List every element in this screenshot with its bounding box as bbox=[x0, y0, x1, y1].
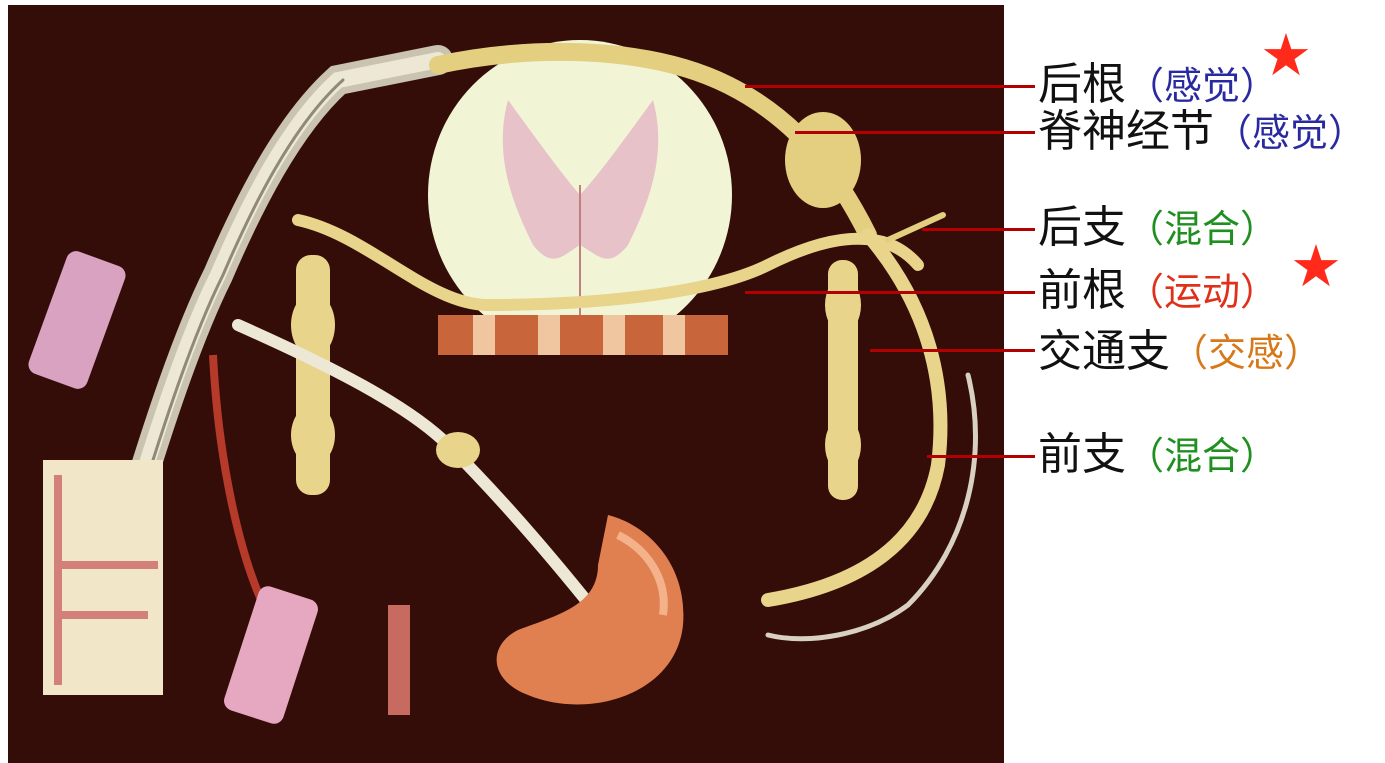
label-ventral-root-paren: （运动） bbox=[1126, 270, 1278, 314]
smooth-muscle-strip bbox=[388, 605, 410, 715]
label-dorsal-root-name: 后根 bbox=[1038, 59, 1126, 110]
chain-ganglion bbox=[825, 277, 861, 333]
label-spinal-ganglion-name: 脊神经节 bbox=[1038, 106, 1214, 157]
meninges-stripe bbox=[473, 315, 495, 355]
label-posterior-ramus-paren: （混合） bbox=[1126, 207, 1278, 251]
chain-ganglion bbox=[825, 417, 861, 473]
sympathetic-chain-left bbox=[291, 255, 335, 495]
label-anterior-ramus: 前支（混合） bbox=[1038, 430, 1278, 481]
label-communicating-ramus-name: 交通支 bbox=[1038, 326, 1170, 377]
label-posterior-ramus: 后支（混合） bbox=[1038, 203, 1278, 254]
meninges-stripe bbox=[603, 315, 625, 355]
label-spinal-ganglion-paren: （感觉） bbox=[1214, 111, 1366, 155]
spinal-ganglion-shape bbox=[785, 112, 861, 208]
prevertebral-ganglion bbox=[436, 432, 480, 468]
label-anterior-ramus-name: 前支 bbox=[1038, 429, 1126, 480]
meninges-stripe bbox=[663, 315, 685, 355]
chain-ganglion bbox=[291, 405, 335, 465]
label-dorsal-root-paren: （感觉） bbox=[1126, 64, 1278, 108]
label-communicating-ramus-paren: （交感） bbox=[1170, 331, 1322, 375]
leader-line-communicating-ramus bbox=[870, 349, 1035, 352]
label-spinal-ganglion: 脊神经节（感觉） bbox=[1038, 107, 1366, 158]
star-icon-dorsal-root: ★ bbox=[1260, 26, 1312, 84]
label-ventral-root: 前根（运动） bbox=[1038, 266, 1278, 317]
leader-line-spinal-ganglion bbox=[795, 131, 1035, 134]
label-anterior-ramus-paren: （混合） bbox=[1126, 434, 1278, 478]
leader-line-ventral-root bbox=[745, 291, 1035, 294]
sympathetic-chain-right bbox=[825, 260, 861, 500]
label-communicating-ramus: 交通支（交感） bbox=[1038, 327, 1322, 378]
leader-line-posterior-ramus bbox=[922, 228, 1035, 231]
leader-line-dorsal-root bbox=[745, 85, 1035, 88]
label-dorsal-root: 后根（感觉） bbox=[1038, 60, 1278, 111]
spinal-nerve-illustration bbox=[8, 5, 1004, 763]
leader-line-anterior-ramus bbox=[927, 455, 1035, 458]
meninges-stripe bbox=[538, 315, 560, 355]
label-ventral-root-name: 前根 bbox=[1038, 265, 1126, 316]
star-icon-ventral-root: ★ bbox=[1290, 237, 1342, 295]
label-posterior-ramus-name: 后支 bbox=[1038, 202, 1126, 253]
